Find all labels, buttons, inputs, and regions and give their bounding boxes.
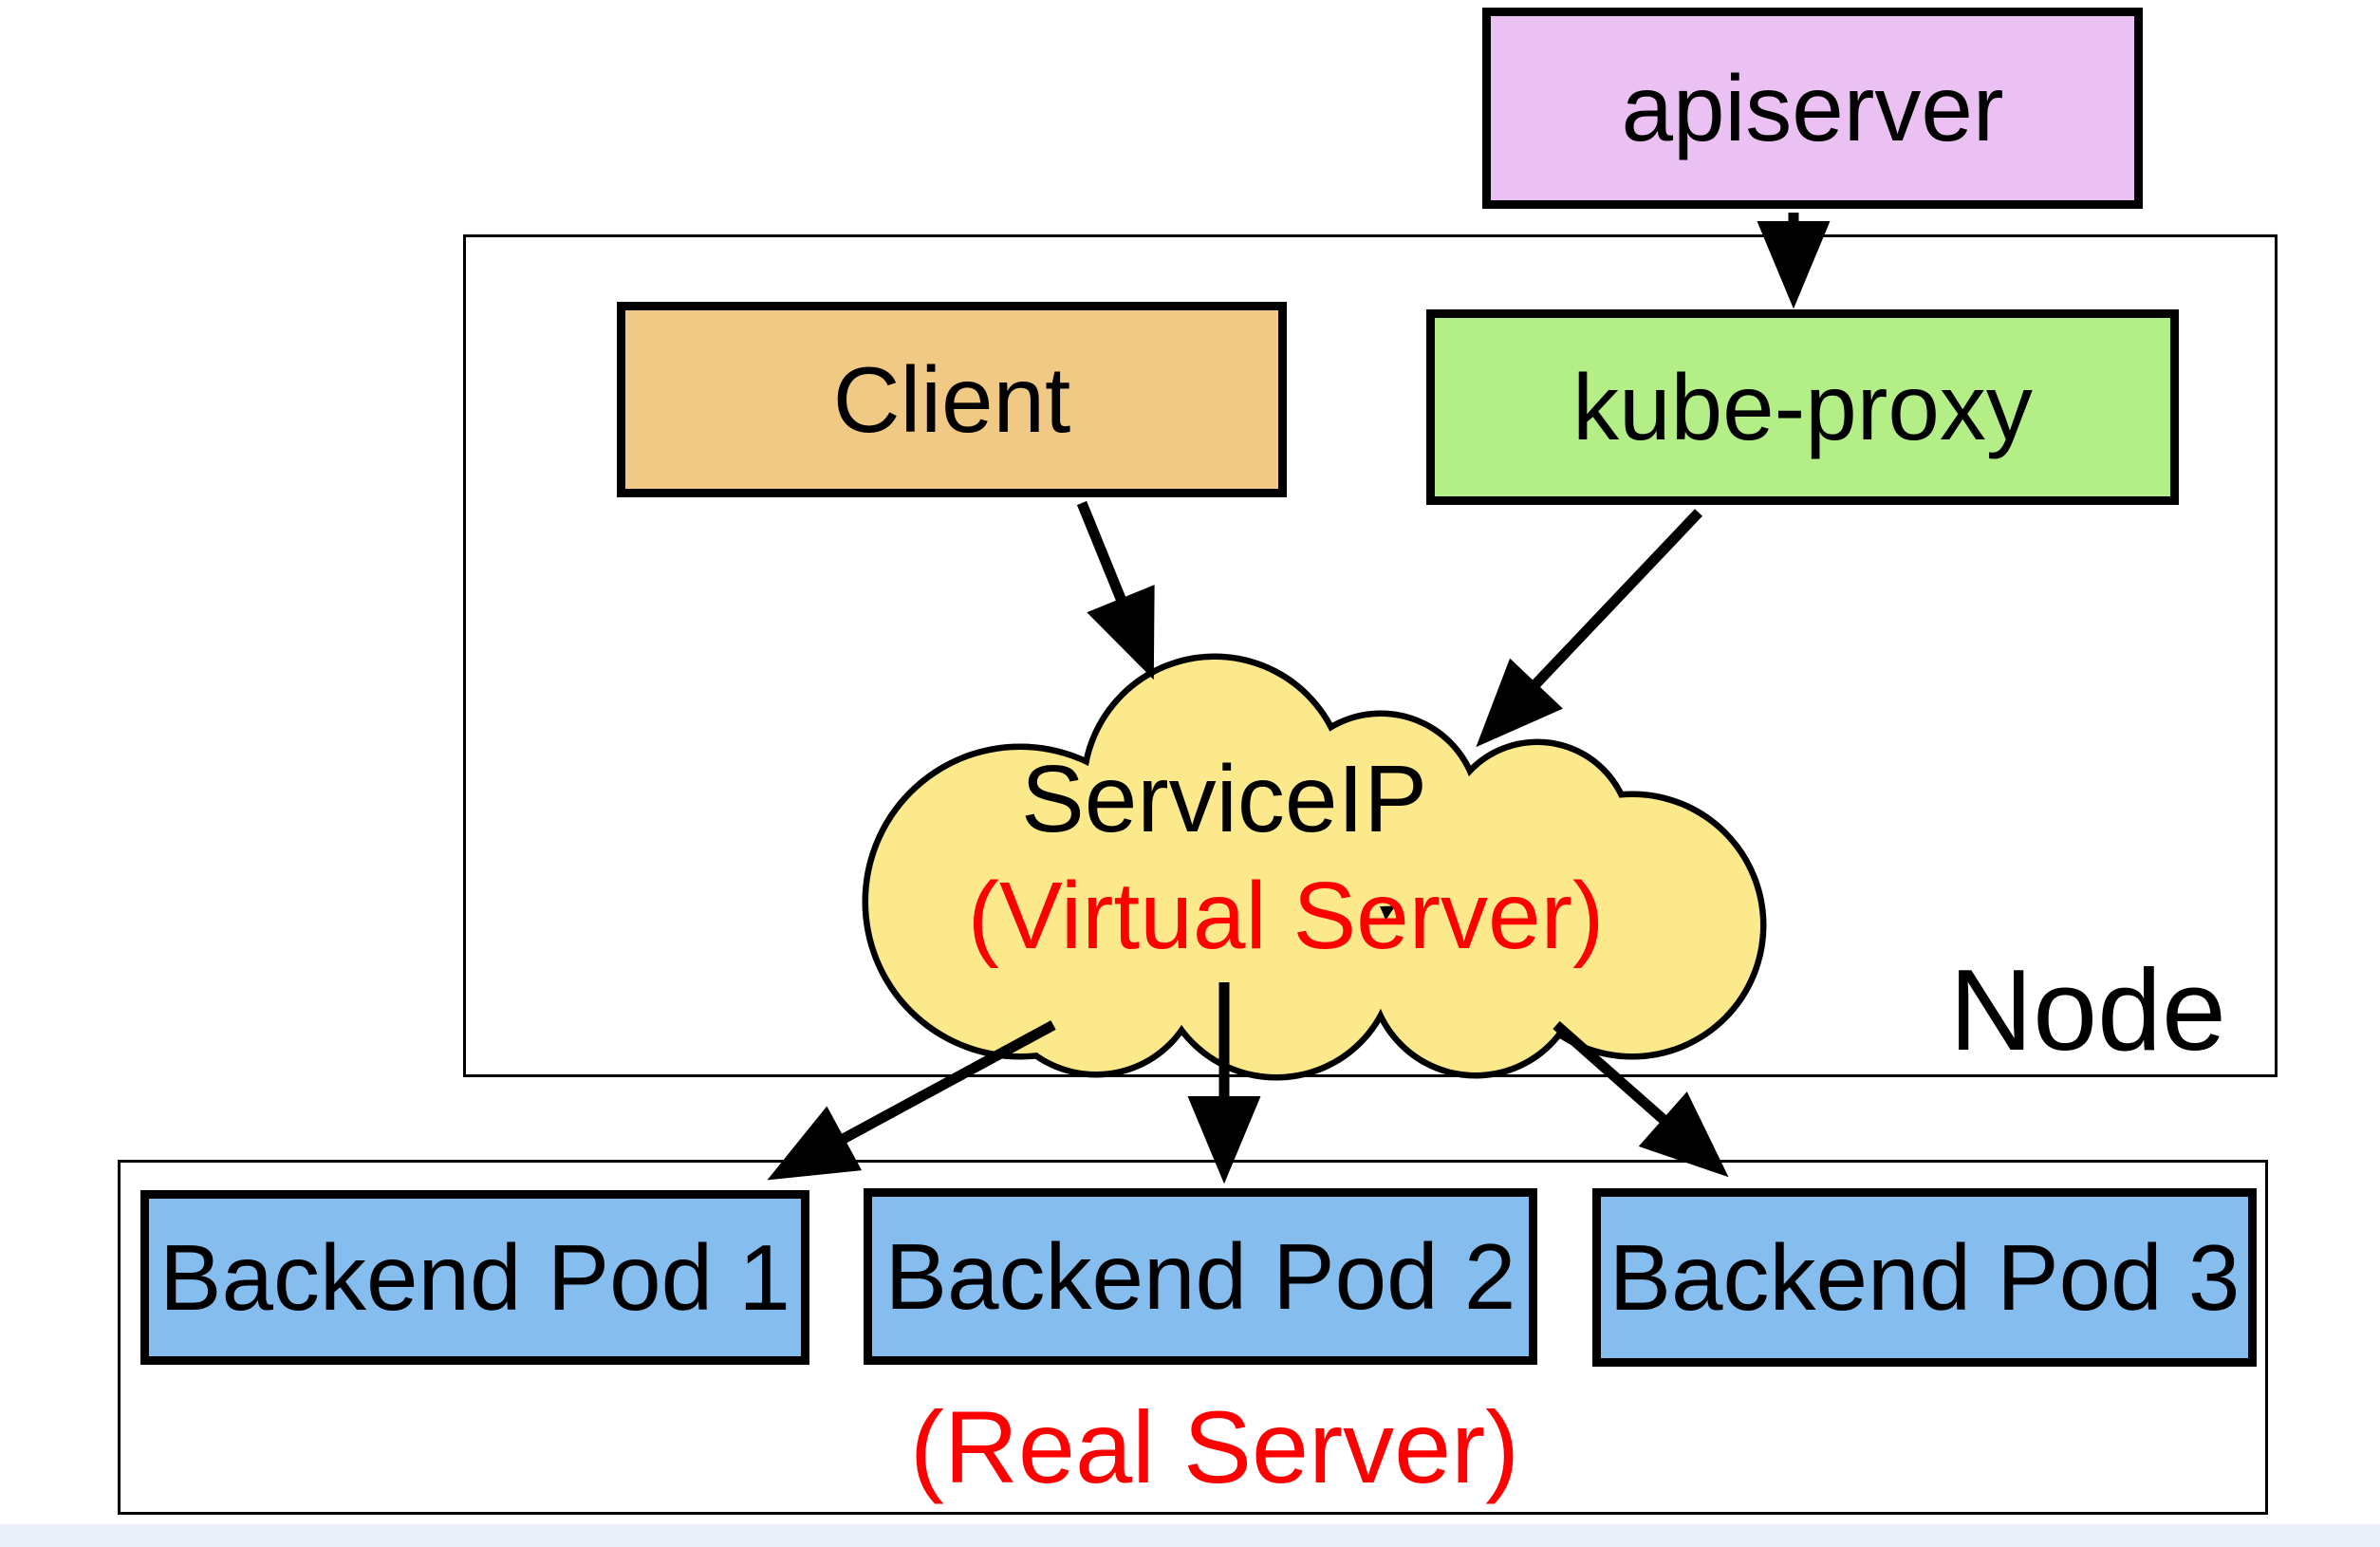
backend-pod-2-box: Backend Pod 2 [864, 1188, 1537, 1365]
apiserver-label: apiserver [1621, 56, 2004, 160]
bottom-edge-strip [0, 1524, 2380, 1547]
client-box: Client [617, 302, 1287, 497]
node-label: Node [1949, 945, 2226, 1074]
backend-pod-1-box: Backend Pod 1 [140, 1190, 809, 1365]
node-container-box [463, 234, 2278, 1077]
backend-pod-2-label: Backend Pod 2 [884, 1224, 1516, 1329]
kube-proxy-label: kube-proxy [1572, 355, 2033, 459]
kube-proxy-box: kube-proxy [1426, 309, 2179, 505]
virtual-server-label: (Virtual Server) [967, 863, 1605, 969]
arrow-serviceip-to-pod-3 [1553, 1020, 1729, 1178]
backend-pod-3-label: Backend Pod 3 [1608, 1225, 2241, 1330]
backend-pod-1-label: Backend Pod 1 [159, 1225, 790, 1330]
service-ip-cloud-shape [862, 653, 1767, 1081]
real-server-label: (Real Server) [909, 1389, 1520, 1504]
client-label: Client [832, 347, 1071, 452]
arrow-serviceip-to-pod-1 [767, 1020, 1056, 1181]
arrow-kube-proxy-to-serviceip [1476, 509, 1702, 748]
backend-pod-3-box: Backend Pod 3 [1592, 1188, 2257, 1367]
arrow-client-to-serviceip [1076, 500, 1155, 680]
apiserver-box: apiserver [1482, 8, 2143, 209]
serviceip-label: ServiceIP [1021, 746, 1427, 852]
